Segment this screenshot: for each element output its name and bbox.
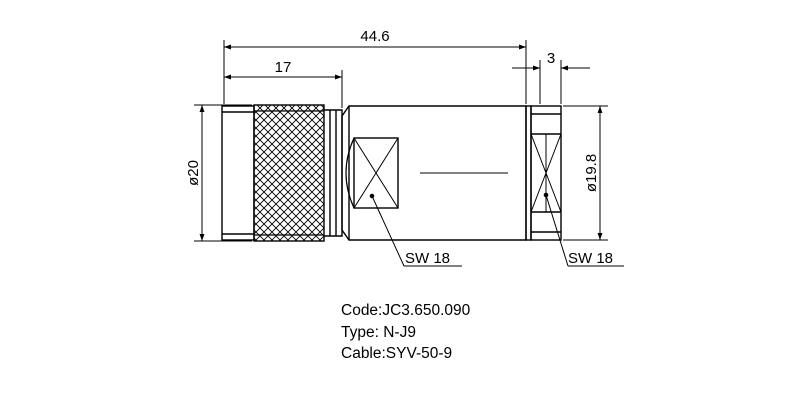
neck <box>324 109 343 237</box>
nut-length-label: 17 <box>275 59 292 76</box>
product-info: Code:JC3.650.090 Type: N-J9 Cable:SYV-50… <box>341 300 470 365</box>
main-body <box>341 105 527 241</box>
dimension-clamp-length <box>512 60 590 104</box>
leader-wrench-body <box>369 193 462 267</box>
wrench-size-clamp-label: SW 18 <box>568 250 613 267</box>
front-cap <box>221 105 255 241</box>
dimension-nut-diameter <box>194 104 252 242</box>
dimension-overall-length <box>223 40 527 104</box>
dimension-body-diameter <box>563 105 608 241</box>
product-code: Code:JC3.650.090 <box>341 302 471 319</box>
product-cable: Cable:SYV-50-9 <box>341 345 453 362</box>
clamp-length-label: 3 <box>547 50 555 67</box>
dimension-nut-length <box>224 70 343 108</box>
leader-wrench-clamp <box>543 192 624 267</box>
nut-diameter-label: ø20 <box>185 160 202 186</box>
body-diameter-label: ø19.8 <box>583 154 600 192</box>
wrench-size-body-label: SW 18 <box>405 250 450 267</box>
overall-length-label: 44.6 <box>360 28 389 45</box>
product-type: Type: N-J9 <box>341 323 416 341</box>
knurled-nut <box>253 104 325 242</box>
clamp-nut <box>525 105 562 241</box>
